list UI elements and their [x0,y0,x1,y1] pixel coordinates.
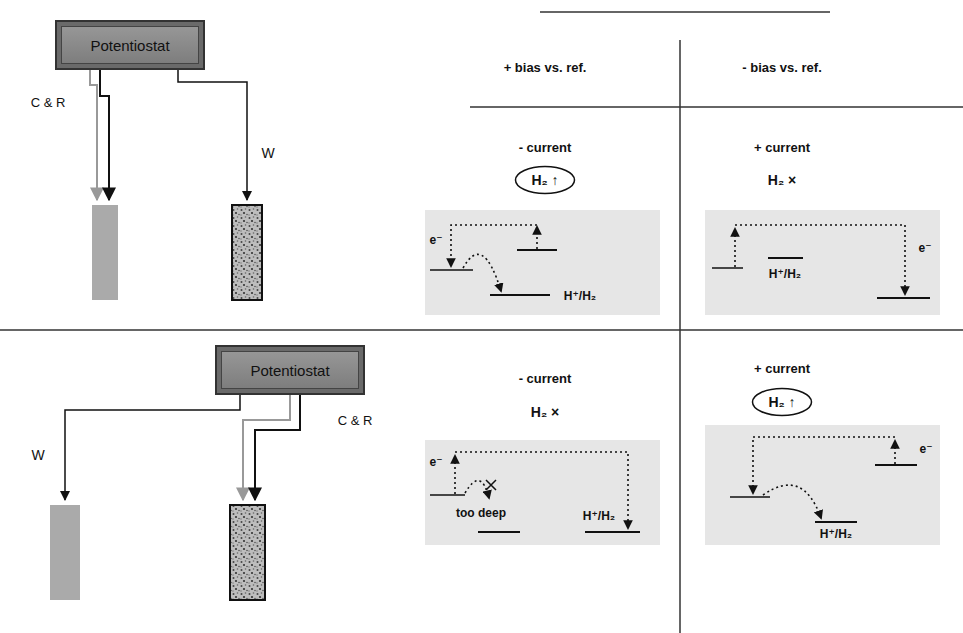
instrument-name: Potentiostat [90,37,169,54]
terminal-label: C & R [338,413,373,428]
terminal-label: C & R [31,95,66,110]
table-cell: - current [519,371,572,386]
wire [90,70,97,200]
energy-panel: e⁻ H⁺/H₂ [705,425,940,545]
table-cell: H₂ × [531,404,559,420]
energy-label: too deep [456,506,506,520]
energy-diagram [730,437,917,522]
product-ellipse: H₂ ↑ [514,165,576,195]
panel-ground [425,210,940,545]
energy-label: H⁺/H₂ [769,267,801,281]
energy-panel: e⁻ too deep H⁺/H₂ [425,440,660,545]
table-rule [0,12,963,633]
product-label: H₂ ↑ [531,172,558,188]
energy-panel: H⁺/H₂ e⁻ [705,210,940,315]
instrument-name: Potentiostat [250,362,329,379]
table-cell: H₂ × [768,172,796,188]
table-cell: + current [754,140,810,155]
cross-mark [486,480,496,490]
wire [243,395,290,500]
instrument-box: Potentiostat [215,345,365,395]
counter-electrode [230,505,265,600]
product-label: H₂ ↑ [768,394,795,410]
energy-label: e⁻ [429,233,442,247]
working-electrode [50,505,80,600]
energy-diagram [430,452,640,532]
terminal-label: W [31,447,44,463]
wire [100,70,109,200]
table-cell: + current [754,361,810,376]
table-cell: + bias vs. ref. [504,60,587,75]
wire [65,395,240,500]
energy-label: H⁺/H₂ [583,509,615,523]
energy-label: H⁺/H₂ [820,527,852,541]
counter-electrode [92,205,118,300]
wire [255,395,300,500]
wire [178,70,247,200]
product-ellipse: H₂ ↑ [751,387,813,417]
energy-label: e⁻ [918,241,931,255]
energy-diagram [712,225,930,298]
working-electrode [232,205,262,300]
table-cell: - bias vs. ref. [742,60,821,75]
energy-panel: e⁻ H⁺/H₂ [425,210,660,315]
table-cell: - current [519,140,572,155]
energy-label: H⁺/H₂ [564,289,596,303]
energy-label: e⁻ [919,442,932,456]
energy-label: e⁻ [429,455,442,469]
terminal-label: W [261,145,274,161]
instrument-box: Potentiostat [55,20,205,70]
energy-diagram [430,225,557,295]
